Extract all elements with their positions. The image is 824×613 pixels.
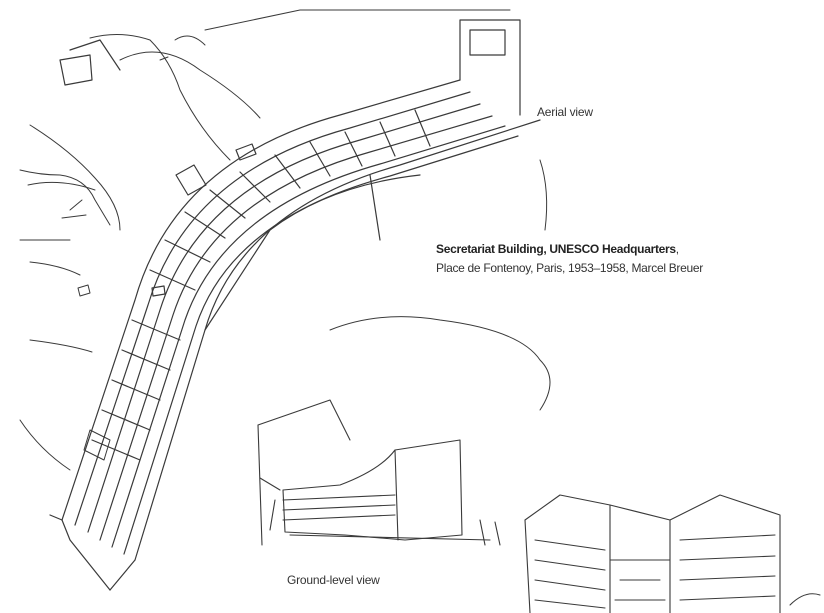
caption-details: Place de Fontenoy, Paris, 1953–1958, Mar… (436, 261, 703, 275)
secretariat-frontal-view (524, 494, 821, 613)
plaza-objects (151, 143, 257, 297)
ground-view-label: Ground-level view (287, 573, 380, 587)
caption-title: Secretariat Building, UNESCO Headquarter… (436, 242, 676, 256)
secretariat-aerial (49, 19, 541, 591)
figure-caption: Secretariat Building, UNESCO Headquarter… (436, 240, 703, 278)
secretariat-ground-view (257, 399, 501, 546)
site-outlines (19, 9, 551, 411)
caption-title-suffix: , (675, 242, 679, 256)
left-edge-details (19, 239, 111, 471)
caption-title-line: Secretariat Building, UNESCO Headquarter… (436, 240, 703, 259)
aerial-view-label: Aerial view (537, 105, 593, 119)
